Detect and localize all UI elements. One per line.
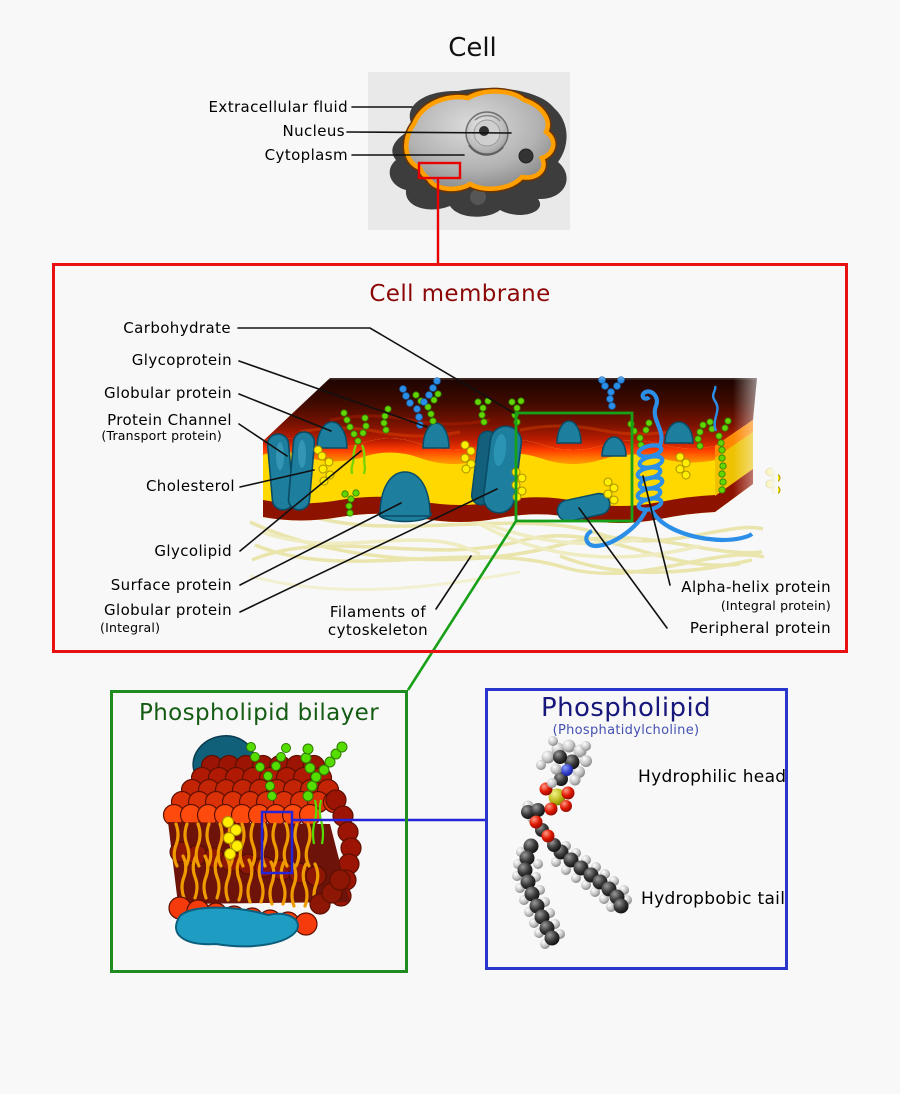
pointer-globular-integral bbox=[239, 488, 498, 613]
pointer-glycolipid bbox=[239, 450, 362, 552]
label-protein-channel: Protein Channel bbox=[107, 411, 232, 429]
bilayer-green-chains bbox=[246, 741, 348, 845]
pointer-alpha-helix bbox=[642, 475, 671, 586]
label-filaments-line1: Filaments of bbox=[329, 603, 427, 621]
phospholipid-title: Phospholipid bbox=[541, 693, 711, 723]
bilayer-title: Phospholipid bilayer bbox=[138, 700, 380, 726]
bilayer-bottom-tails bbox=[180, 854, 320, 908]
bilayer-illustration bbox=[162, 735, 486, 948]
label-alpha-helix: Alpha-helix protein bbox=[681, 578, 831, 596]
label-glycolipid: Glycolipid bbox=[154, 542, 232, 560]
pointer-protein-channel bbox=[238, 423, 288, 457]
cell-membrane-box bbox=[52, 263, 848, 653]
pointer-glycoprotein bbox=[238, 360, 428, 428]
cytoskeleton-filaments bbox=[249, 500, 765, 592]
pointer-cholesterol bbox=[239, 469, 315, 488]
label-cytoplasm: Cytoplasm bbox=[264, 146, 348, 164]
dome-protein bbox=[556, 420, 582, 444]
pointer-filaments bbox=[435, 555, 472, 610]
label-protein-channel-sub: (Transport protein) bbox=[101, 428, 222, 443]
bilayer-bottom-protein bbox=[175, 906, 299, 948]
extracellular-detail bbox=[470, 189, 486, 205]
membrane-title: Cell membrane bbox=[369, 281, 551, 307]
label-cholesterol: Cholesterol bbox=[145, 477, 235, 495]
label-filaments-line2: cytoskeleton bbox=[327, 621, 429, 639]
label-peripheral-protein: Peripheral protein bbox=[689, 619, 831, 637]
top-fade bbox=[290, 360, 760, 380]
phospholipid-subtitle: (Phosphatidylcholine) bbox=[552, 723, 700, 738]
bilayer-top-tails bbox=[172, 822, 312, 868]
label-carbohydrate: Carbohydrate bbox=[123, 319, 231, 337]
label-globular-protein-integral-sub: (Integral) bbox=[100, 620, 161, 635]
green-connector-line bbox=[406, 520, 518, 691]
dome-protein bbox=[601, 436, 627, 457]
dome-protein bbox=[664, 421, 694, 444]
pointer-surface-protein bbox=[239, 502, 402, 586]
glycerol-ester-shape bbox=[521, 800, 561, 852]
label-globular-protein-integral: Globular protein bbox=[103, 601, 232, 619]
hydrophobic-tails-shape bbox=[512, 838, 632, 949]
label-globular-protein: Globular protein bbox=[103, 384, 232, 402]
bilayer-zoom-rect-green bbox=[514, 411, 634, 523]
choline-head-shape bbox=[536, 736, 592, 788]
phospholipid-bilayer-box bbox=[110, 690, 408, 973]
membrane-illustration bbox=[249, 360, 781, 691]
phospholipid-box bbox=[485, 688, 788, 970]
label-extracellular-fluid: Extracellular fluid bbox=[208, 98, 348, 116]
vacuole-shape bbox=[518, 148, 534, 164]
label-hydrophilic-head: Hydrophilic head bbox=[638, 767, 787, 787]
right-fade bbox=[733, 362, 778, 522]
phospholipid-zoom-rect-blue bbox=[260, 810, 294, 875]
cell-title: Cell bbox=[448, 33, 497, 63]
membrane-proteins bbox=[266, 420, 694, 523]
surface-protein-shape bbox=[378, 471, 432, 523]
pointer-carbohydrate bbox=[237, 327, 515, 414]
glycolipid-shape bbox=[340, 409, 370, 475]
pointer-globular-protein bbox=[238, 393, 332, 432]
pointer-lines bbox=[237, 106, 671, 629]
label-surface-protein: Surface protein bbox=[110, 576, 232, 594]
membrane-zoom-rect-red bbox=[417, 161, 462, 180]
label-hydrophobic-tail: Hydropbobic tail bbox=[641, 889, 786, 909]
bilayer-cholesterol bbox=[222, 816, 243, 860]
blue-squiggle bbox=[711, 385, 719, 432]
protein-channel-shape bbox=[266, 431, 316, 511]
label-alpha-helix-sub: (Integral protein) bbox=[720, 598, 831, 613]
label-nucleus: Nucleus bbox=[282, 122, 345, 140]
label-glycoprotein: Glycoprotein bbox=[131, 351, 232, 369]
phosphate-group-shape bbox=[539, 782, 575, 816]
pointer-peripheral bbox=[578, 507, 668, 629]
cell-illustration bbox=[368, 72, 570, 263]
green-chains bbox=[340, 390, 732, 517]
pointer-nucleus bbox=[346, 131, 512, 134]
phospholipid-molecule bbox=[512, 736, 632, 949]
glycoprotein-dome bbox=[422, 422, 450, 449]
